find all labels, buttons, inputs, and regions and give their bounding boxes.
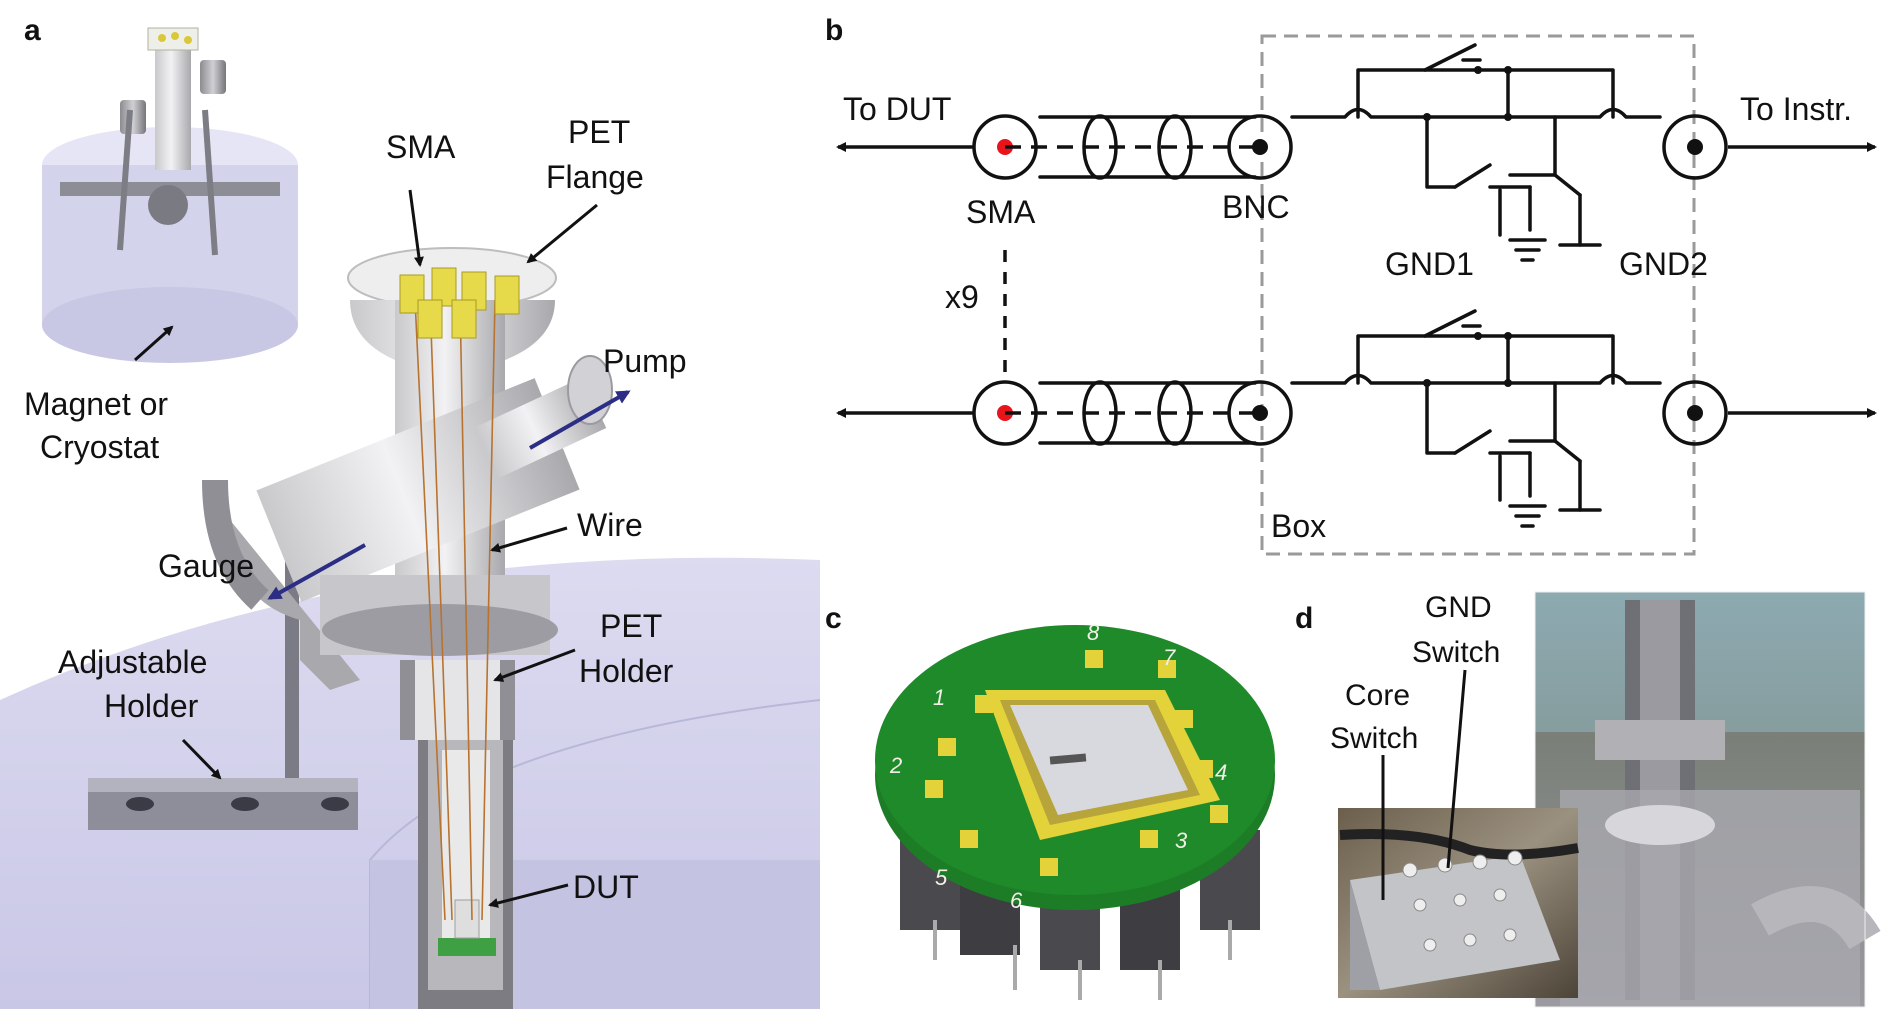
label-bnc: BNC — [1222, 189, 1290, 225]
label-gnd-switch-2: Switch — [1412, 636, 1500, 669]
label-magnet-1: Magnet or — [24, 386, 168, 422]
pin-number-7: 7 — [1163, 645, 1176, 670]
channel-row-bottom — [836, 309, 1877, 528]
label-box: Box — [1271, 508, 1326, 544]
vacuum-chamber — [202, 247, 613, 1009]
pin-number-6: 6 — [1010, 888, 1023, 913]
panel-letter-b: b — [825, 14, 843, 47]
label-gnd1: GND1 — [1385, 246, 1474, 282]
magnet-callout-arrow — [134, 325, 174, 362]
label-sma-b: SMA — [966, 194, 1036, 230]
core-switch-top — [1423, 43, 1512, 121]
label-dut: DUT — [573, 869, 639, 905]
label-to-dut: To DUT — [843, 91, 951, 127]
label-pet-holder-1: PET — [600, 608, 662, 644]
pcb-pads — [925, 650, 1228, 876]
pet-flange-callout-arrow — [526, 203, 598, 264]
panel-c: c — [825, 602, 1275, 1000]
adjustable-callout-arrow — [181, 738, 222, 780]
pin-number-4: 4 — [1215, 760, 1227, 785]
label-core-switch-1: Core — [1345, 679, 1410, 712]
label-wire: Wire — [577, 507, 643, 543]
label-magnet-2: Cryostat — [40, 429, 159, 465]
bnc-connector-right — [1662, 114, 1728, 180]
panel-a: a — [0, 14, 821, 1009]
channel-row-top — [836, 43, 1877, 262]
sma-callout-arrow — [408, 189, 424, 267]
chip-die — [1010, 705, 1188, 815]
pin-number-2: 2 — [889, 753, 902, 778]
label-x9: x9 — [945, 279, 979, 315]
switch-box-outline — [1260, 34, 1696, 556]
ground-switch-top — [1423, 113, 1602, 262]
gauge-flow-arrow — [267, 543, 366, 600]
label-pump: Pump — [603, 343, 687, 379]
pin-number-5: 5 — [935, 865, 948, 890]
label-pet-holder-2: Holder — [579, 653, 674, 689]
panel-letter-c: c — [825, 602, 842, 635]
panel-letter-a: a — [24, 14, 41, 47]
label-gauge: Gauge — [158, 548, 254, 584]
pet-holder-callout-arrow — [493, 648, 576, 682]
magnet-small — [42, 27, 298, 363]
wire-callout-arrow — [490, 526, 568, 553]
gnd-switch-pointer — [1446, 669, 1467, 869]
label-adjustable-2: Holder — [104, 688, 199, 724]
photo-setup — [1534, 591, 1881, 1008]
photo-switch-box — [1338, 808, 1579, 998]
panel-b: b — [825, 14, 1877, 556]
label-core-switch-2: Switch — [1330, 722, 1418, 755]
label-pet-flange-2: Flange — [546, 159, 644, 195]
adjustable-holder-bar — [88, 560, 358, 830]
dut-callout-arrow — [488, 883, 569, 908]
label-gnd-switch-1: GND — [1425, 591, 1492, 624]
label-adjustable-1: Adjustable — [58, 644, 207, 680]
label-to-instr: To Instr. — [1740, 91, 1852, 127]
label-pet-flange-1: PET — [568, 114, 630, 150]
panel-letter-d: d — [1295, 602, 1313, 635]
pin-number-3: 3 — [1175, 828, 1188, 853]
label-sma: SMA — [386, 129, 456, 165]
panel-d: d — [1295, 591, 1881, 1008]
pump-flow-arrow — [529, 390, 631, 450]
pin-number-8: 8 — [1087, 620, 1100, 645]
label-gnd2: GND2 — [1619, 246, 1708, 282]
bnc-connector-left — [1227, 114, 1293, 180]
pin-number-1: 1 — [933, 685, 945, 710]
